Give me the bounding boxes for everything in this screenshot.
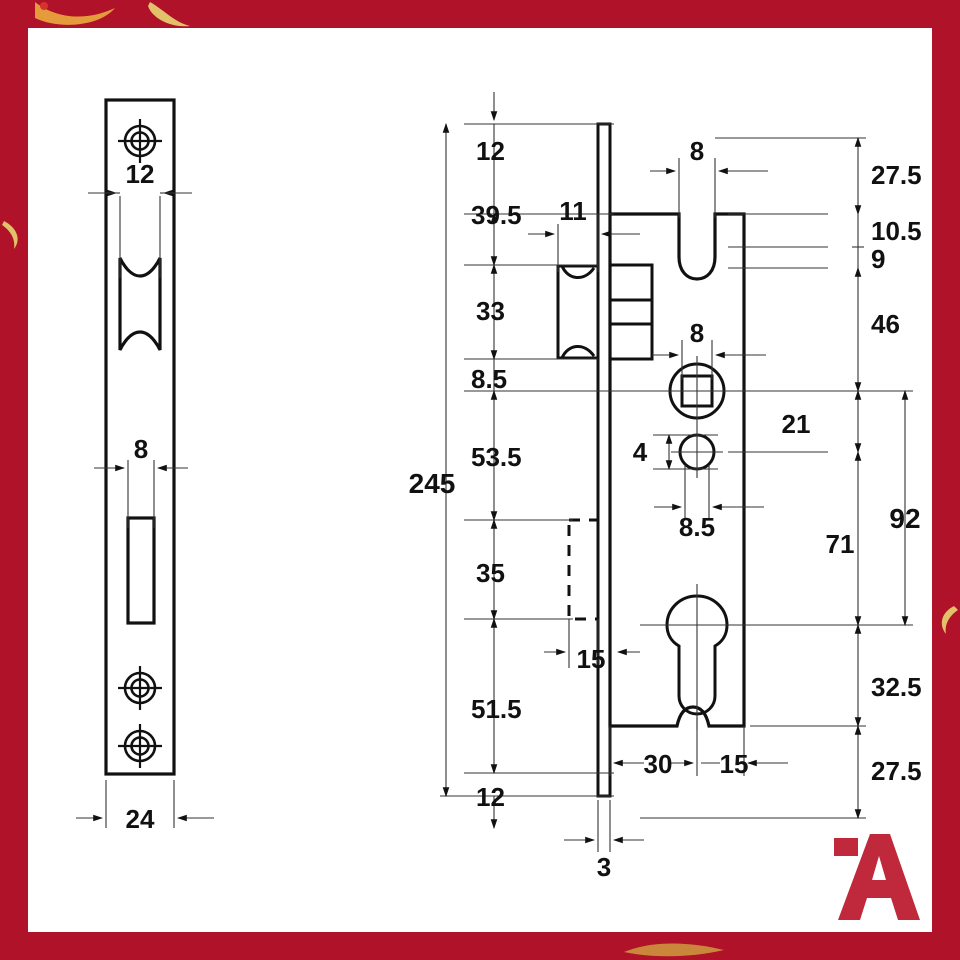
- screw-hole-lower-crosshair: [118, 666, 162, 710]
- label-8-notch: 8: [690, 136, 704, 166]
- label-8-5-left: 8.5: [471, 364, 507, 394]
- label-30: 30: [644, 749, 673, 779]
- screw-hole-top-crosshair: [118, 119, 162, 163]
- confetti-bottom-right: [624, 943, 724, 957]
- label-35: 35: [476, 558, 505, 588]
- follower-pin-crosshair: [671, 426, 723, 478]
- label-faceplate-8: 8: [134, 434, 148, 464]
- label-faceplate-24: 24: [126, 804, 155, 834]
- screw-hole-bottom-crosshair: [118, 724, 162, 768]
- label-33: 33: [476, 296, 505, 326]
- label-12-bottom: 12: [476, 782, 505, 812]
- dim-10-5: [852, 214, 864, 248]
- label-faceplate-12: 12: [126, 159, 155, 189]
- confetti-ribbon-top: [148, 2, 190, 27]
- dim-15-slot: [544, 619, 640, 668]
- latch-bolt: [556, 264, 600, 360]
- faceplate-view-group: [104, 98, 176, 776]
- label-71: 71: [826, 529, 855, 559]
- dim-8-notch: [650, 158, 768, 218]
- technical-drawing-svg: 12 8 24 12 39.5 33 8.5 245 53.5 35 51.5 …: [76, 92, 922, 882]
- label-8-spindle: 8: [690, 318, 704, 348]
- front-faceplate-strip: [596, 122, 612, 798]
- label-51-5: 51.5: [471, 694, 522, 724]
- label-12-top: 12: [476, 136, 505, 166]
- brand-logo: [834, 834, 920, 920]
- label-21: 21: [782, 409, 811, 439]
- label-4: 4: [633, 437, 648, 467]
- label-32-5: 32.5: [871, 672, 922, 702]
- label-3: 3: [597, 852, 611, 882]
- latch-opening: [118, 257, 162, 351]
- latch-housing: [608, 263, 654, 361]
- label-92: 92: [889, 503, 920, 534]
- dim-faceplate-8: [94, 460, 188, 528]
- dim-right-extensions: [640, 137, 913, 819]
- label-8-5-pin: 8.5: [679, 512, 715, 542]
- dim-faceplate-24: [76, 780, 214, 828]
- label-27-5-top: 27.5: [871, 160, 922, 190]
- drawing-canvas: 12 8 24 12 39.5 33 8.5 245 53.5 35 51.5 …: [28, 28, 932, 932]
- dim-8-5-pin: [654, 465, 764, 520]
- label-46: 46: [871, 309, 900, 339]
- label-39-5: 39.5: [471, 200, 522, 230]
- label-15-slot: 15: [577, 644, 606, 674]
- dim-left-extensions: [440, 123, 668, 797]
- hidden-slot: [567, 518, 600, 621]
- bolt-opening: [126, 516, 156, 625]
- confetti-top-left: [35, 2, 115, 25]
- dim-8-spindle: [652, 340, 766, 380]
- confetti-left-small: [2, 221, 18, 249]
- dim-11: [528, 214, 640, 272]
- label-10-5: 10.5: [871, 216, 922, 246]
- cylinder-hole-crosshair: [640, 584, 754, 730]
- dim-30-15: [609, 718, 788, 776]
- confetti-right-small: [941, 606, 958, 634]
- label-53-5: 53.5: [471, 442, 522, 472]
- label-11: 11: [559, 196, 587, 226]
- dim-faceplate-12: [88, 189, 192, 278]
- label-245: 245: [409, 468, 456, 499]
- dim-3: [564, 800, 644, 852]
- label-9: 9: [871, 244, 885, 274]
- spindle-hole-crosshair: [662, 356, 732, 426]
- faceplate-outline: [104, 98, 176, 776]
- label-15-backset: 15: [720, 749, 749, 779]
- lock-body-outline: [608, 212, 746, 728]
- logo-letter-a: [838, 834, 920, 920]
- label-27-5-bottom: 27.5: [871, 756, 922, 786]
- logo-accent-rect: [834, 838, 858, 856]
